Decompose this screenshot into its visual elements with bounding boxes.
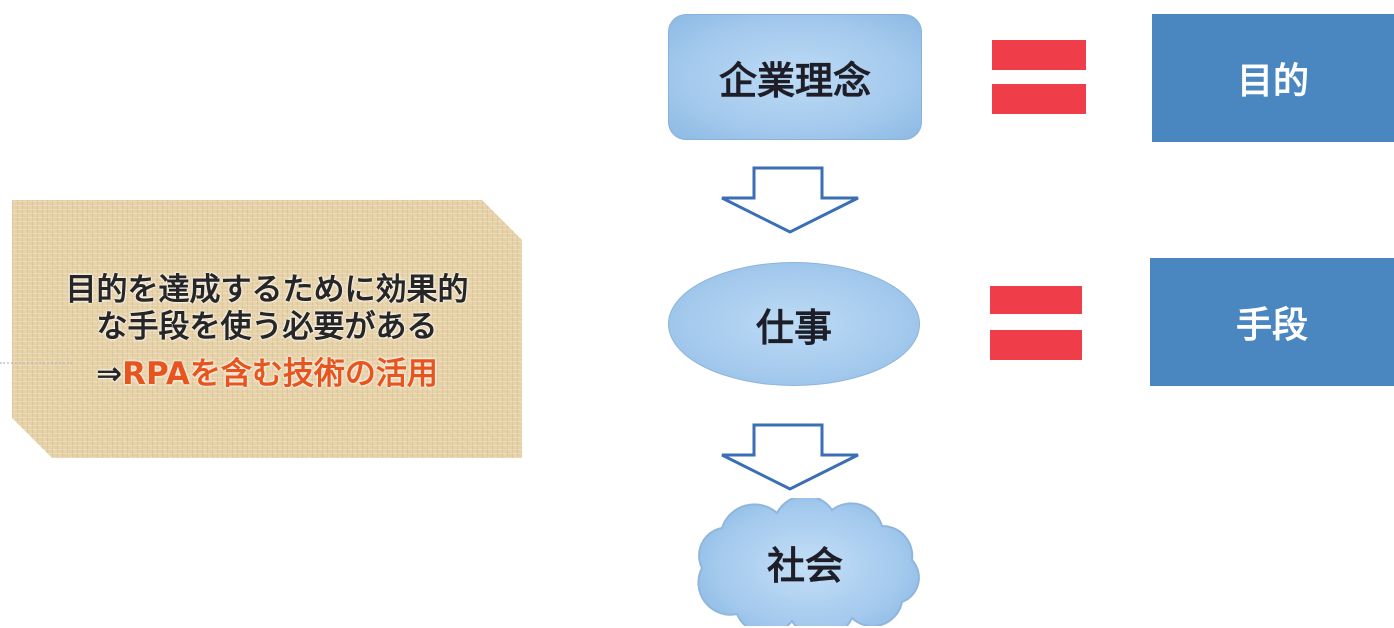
- flow-node-top-label: 企業理念: [718, 58, 871, 103]
- equals-bar-lower: [992, 84, 1086, 114]
- equivalent-box-middle-label: 手段: [1235, 305, 1308, 346]
- equals-bar-lower: [990, 330, 1082, 360]
- equals-bar-upper: [990, 286, 1082, 314]
- callout-line-3: ⇒RPAを含む技術の活用: [12, 354, 522, 394]
- flow-node-middle-label: 仕事: [755, 305, 832, 350]
- flow-node-top: 企業理念: [668, 14, 922, 140]
- equals-bar-upper: [992, 40, 1086, 70]
- equivalent-box-top: 目的: [1152, 14, 1394, 142]
- dotted-line: [0, 362, 72, 364]
- down-arrow-icon: [721, 423, 859, 491]
- callout-arrow-prefix: ⇒: [96, 356, 123, 392]
- flow-node-middle: 仕事: [668, 262, 920, 386]
- down-arrow-icon: [721, 166, 859, 234]
- cloud-shape: [697, 498, 920, 626]
- equivalent-box-top-label: 目的: [1236, 61, 1309, 102]
- callout-line-2: な手段を使う必要がある: [96, 309, 438, 345]
- callout-box: 目的を達成するために効果的 な手段を使う必要がある ⇒RPAを含む技術の活用: [12, 200, 522, 458]
- callout-highlight: RPAを含む技術の活用: [122, 356, 438, 392]
- callout-line-1: 目的を達成するために効果的: [65, 272, 469, 308]
- equivalent-box-middle: 手段: [1150, 258, 1394, 386]
- flow-node-bottom-label: 社会: [766, 543, 843, 588]
- flow-node-bottom: 社会: [672, 498, 934, 626]
